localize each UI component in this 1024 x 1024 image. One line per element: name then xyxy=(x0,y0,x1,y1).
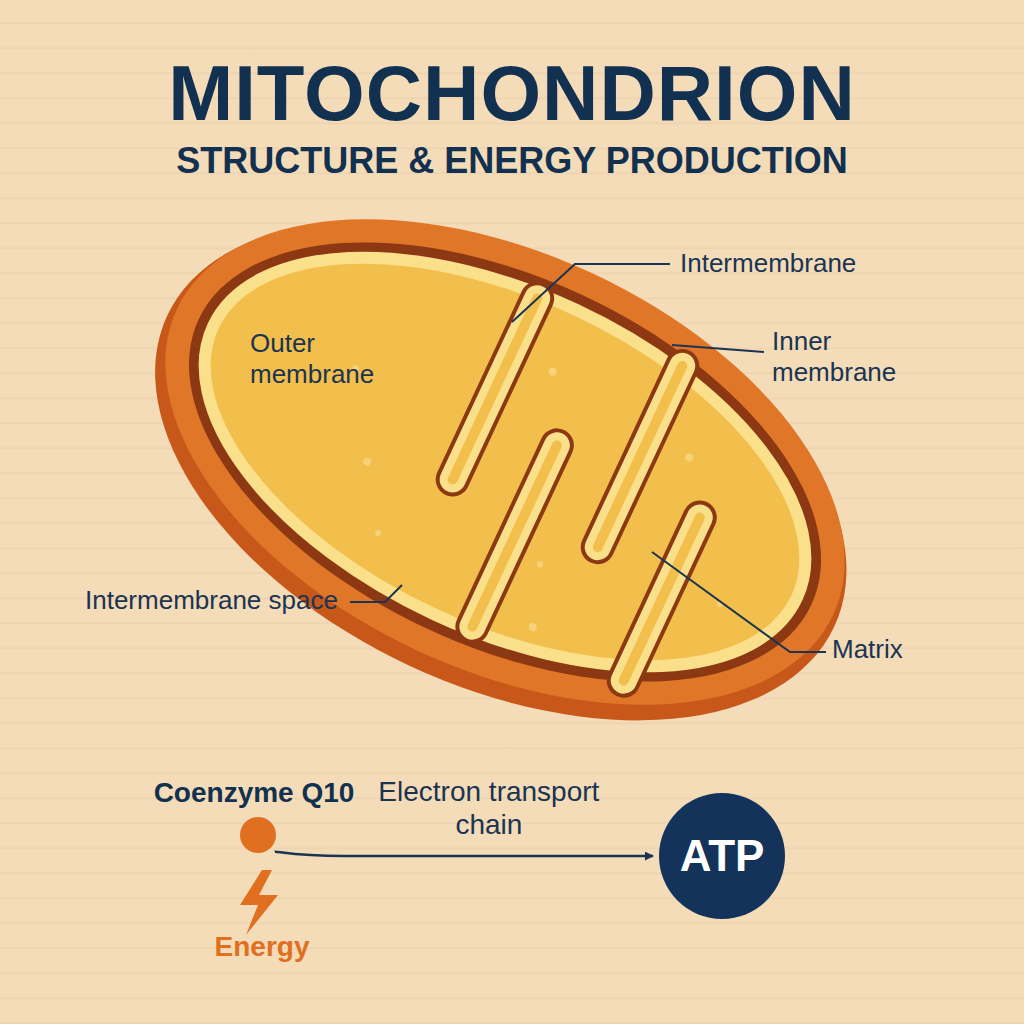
circle-shape xyxy=(659,793,785,919)
node-text: ATP xyxy=(680,831,765,881)
title: MITOCHONDRION xyxy=(168,48,856,139)
leader-lines xyxy=(350,264,826,652)
subtitle: STRUCTURE & ENERGY PRODUCTION xyxy=(176,140,847,182)
matrix-dots xyxy=(284,291,784,700)
energy-bolt xyxy=(240,870,278,935)
flow-arrow xyxy=(275,852,653,856)
coenzyme-circle: Coenzyme Q10 xyxy=(240,817,276,853)
part-label: Intermembrane xyxy=(680,248,856,279)
energy-label: Energy xyxy=(215,930,310,964)
inner-membrane-shape xyxy=(142,174,868,751)
outer-membrane-shape xyxy=(89,121,921,804)
edge-label: Electron transport chain xyxy=(374,775,604,842)
atp-circle: ATP xyxy=(659,793,785,919)
circle-shape xyxy=(240,817,276,853)
node-heading: Coenzyme Q10 xyxy=(154,777,355,809)
outer-shadow xyxy=(76,121,925,822)
part-label: Matrix xyxy=(832,634,903,665)
part-label: Intermembrane space xyxy=(85,585,345,616)
part-label: Outer membrane xyxy=(250,328,440,390)
mitochondrion-body xyxy=(76,118,926,821)
cristae xyxy=(400,298,755,694)
circle-outline xyxy=(240,817,276,853)
part-label: Inner membrane xyxy=(772,326,962,388)
intermembrane-space-shape xyxy=(121,152,889,771)
